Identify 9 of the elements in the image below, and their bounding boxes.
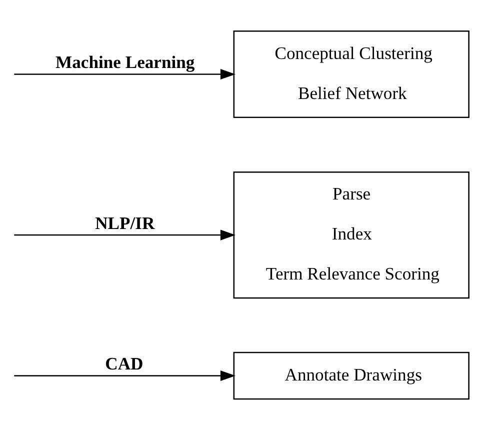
edge-label: NLP/IR	[95, 213, 155, 234]
edge-label: Machine Learning	[56, 52, 195, 72]
arrow	[14, 230, 236, 240]
node-box: Annotate Drawings	[233, 352, 470, 400]
arrow	[14, 370, 236, 382]
node-box: Conceptual Clustering Belief Network	[233, 30, 470, 118]
arrow	[14, 68, 236, 80]
edge-label: CAD	[105, 354, 144, 374]
node-box: Parse Index Term Relevance Scoring	[233, 171, 470, 299]
